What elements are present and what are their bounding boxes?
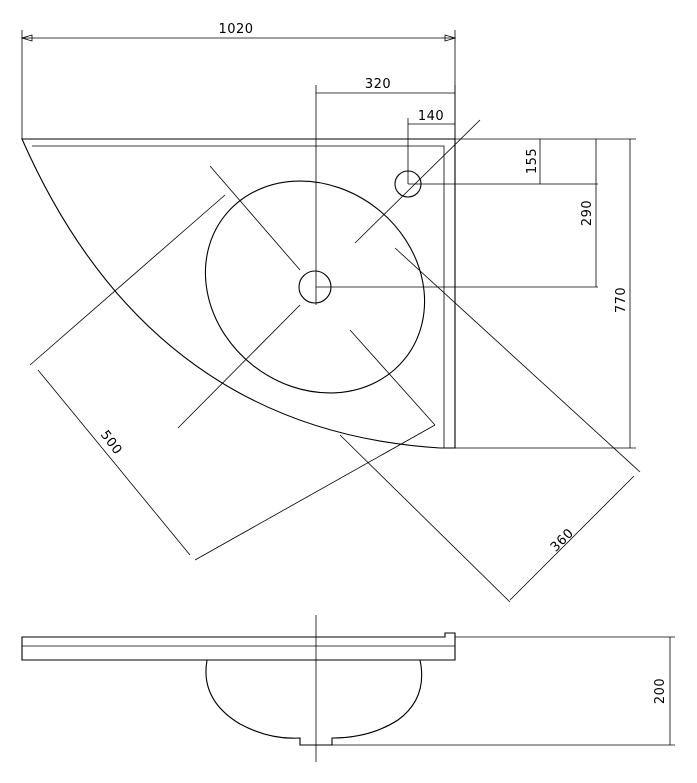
center-line-diagonal-1: [209, 165, 301, 271]
side-view: 200: [21, 615, 675, 762]
dim-label-290: 290: [580, 200, 595, 226]
basin-outer-outline: [21, 138, 456, 449]
dimension-140: 140: [407, 109, 455, 184]
basin-inner-rim: [32, 145, 445, 448]
dim-label-320: 320: [365, 77, 391, 92]
side-slab-outline: [21, 632, 456, 661]
side-bowl-profile: [205, 659, 423, 746]
dim-label-200: 200: [653, 678, 668, 704]
dimension-320: 320: [316, 77, 456, 139]
dim-label-1020: 1020: [218, 22, 253, 37]
dimension-290: 290: [580, 139, 597, 287]
center-line-diagonal-2: [177, 304, 301, 429]
dim-label-770: 770: [614, 287, 629, 313]
bowl-ellipse: [204, 180, 426, 394]
center-line-diagonal-1b: [349, 329, 436, 426]
dimension-155: 155: [525, 139, 541, 184]
dim-label-500: 500: [97, 428, 125, 458]
dim-label-140: 140: [418, 109, 444, 124]
dimension-770: 770: [614, 139, 631, 448]
dim-label-155: 155: [525, 148, 540, 174]
center-line-diagonal-2b: [354, 119, 481, 244]
dimension-500: 500: [29, 194, 436, 561]
dimension-360: 360: [339, 247, 641, 603]
top-view: [21, 85, 636, 449]
dim-label-360: 360: [548, 526, 577, 555]
